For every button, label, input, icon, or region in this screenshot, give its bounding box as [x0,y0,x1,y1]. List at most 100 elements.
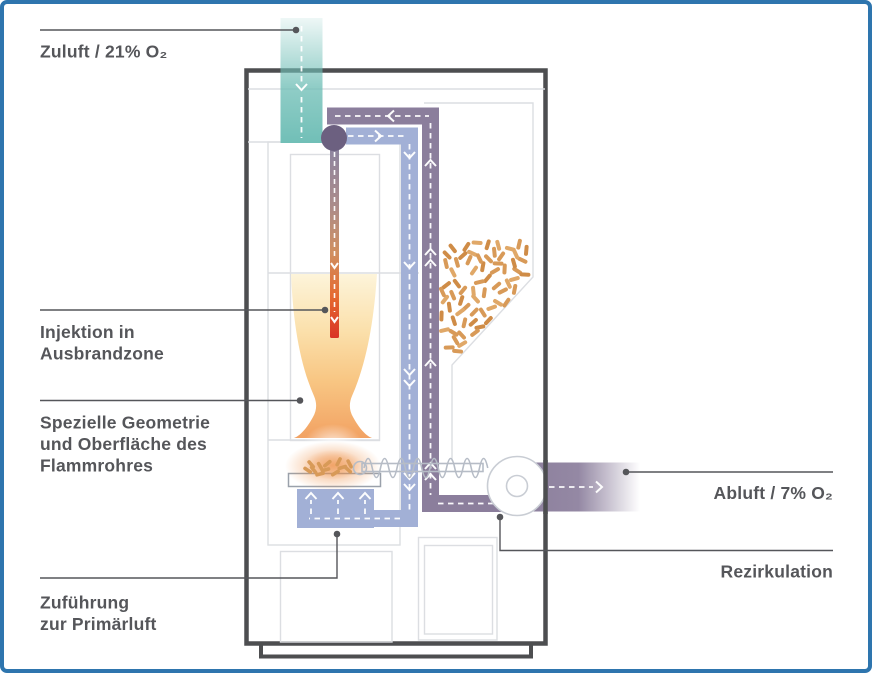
exhaust-fan [486,455,548,517]
ember-glow-core [304,450,362,480]
pellet-hopper-outline [424,102,534,461]
leader-dot [292,26,300,34]
wood-pellet [450,315,457,327]
wood-pellet [519,272,531,277]
mixed-air-duct [297,127,418,528]
wood-pellet [471,240,483,246]
panel-seams [248,88,545,643]
wood-pellet [473,279,485,285]
lance-arrows [330,262,339,324]
leader-zuluft [40,26,300,34]
wood-pellet [309,465,318,475]
wood-pellet [442,250,452,260]
wood-pellet [448,328,459,337]
wood-pellet [510,257,517,269]
wood-pellet [512,248,520,260]
wood-pellet [523,244,529,256]
auger-ball [352,460,368,476]
wood-pellet [511,283,518,295]
wood-pellet [446,301,452,313]
leader-rezirkulation [496,513,833,552]
label-geometrie-2: und Oberfläche des [40,434,207,454]
flow-arrow-up-icon [424,258,437,267]
wood-pellet [480,261,486,273]
wood-pellet [307,460,316,469]
flow-arrow-down-icon [403,483,416,492]
wood-pellet [497,287,508,295]
wood-pellet [448,243,457,254]
recirculation-duct [327,107,517,512]
wood-pellet [452,278,462,289]
flow-arrow-down-icon [403,368,416,377]
wood-pellet [492,261,504,266]
flow-arrow-down-icon [403,472,416,481]
mixed-air-arrows [374,129,416,492]
wood-pellet [465,254,473,266]
wood-pellet [491,281,502,291]
flow-arrow-up-icon [424,358,437,367]
wood-pellet [443,258,449,269]
wood-pellet [483,273,492,283]
wood-pellet [470,328,480,337]
wood-pellet [441,281,451,290]
wood-pellet [458,285,468,296]
wood-pellet [330,469,340,477]
flow-arrow-down-icon [403,151,416,160]
wood-pellet [455,307,465,317]
injection-lance [330,148,339,338]
burner [285,441,382,491]
wood-pellet [474,324,486,330]
wood-pellet [509,276,520,282]
flow-arrow-up-icon [424,158,437,167]
ash-box-right [417,536,498,641]
wood-pellet [495,239,502,251]
flow-arrow-left-icon [386,109,395,123]
wood-pellet [471,294,480,304]
wood-pellet [475,253,483,264]
wood-pellet [504,278,512,289]
flow-arrow-up-icon [358,491,372,500]
wood-pellet [458,295,465,306]
wood-pellet [457,340,468,348]
auger-spring-coil [363,457,489,479]
supply-air-arrows [295,83,308,92]
cabinet-outline [244,68,548,646]
wood-pellet [440,294,450,305]
flow-arrow-down-icon [330,262,339,270]
wood-pellet [478,307,487,318]
wood-pellet [452,348,464,354]
wood-pellet [492,298,504,307]
flow-arrow-down-icon [403,261,416,270]
ash-box-left [279,550,393,643]
label-injektion-1: Injektion in [40,322,135,342]
wood-pellet [517,256,528,264]
leader-dot [622,468,630,476]
exhaust-arrows [595,480,604,494]
leader-geometrie [40,397,304,404]
flow-arrow-down-icon [330,316,339,324]
wood-pellet [467,249,478,257]
wood-pellet [439,310,444,322]
wood-pellet [484,254,493,264]
wood-pellet [315,471,326,477]
flow-arrow-up-icon [424,472,437,481]
wood-pellet [468,317,478,327]
flow-arrow-up-icon [331,491,345,500]
wood-pellet [303,466,313,474]
wood-pellet [461,317,468,329]
wood-pellet [451,335,460,346]
wood-pellet [346,459,353,469]
pellet-hopper-fill [438,238,531,354]
wood-pellet [486,304,497,311]
wood-pellet [453,257,460,268]
boiler-cabinet [244,68,548,659]
leader-zufuehrung [40,530,341,579]
mixing-valve [321,125,347,151]
leader-injektion [40,306,329,314]
wood-pellet [497,251,506,262]
wood-pellet [502,297,511,308]
label-zufuehrung-2: zur Primärluft [40,614,157,634]
flow-arrow-up-icon [304,491,318,500]
wood-pellet [512,266,523,275]
